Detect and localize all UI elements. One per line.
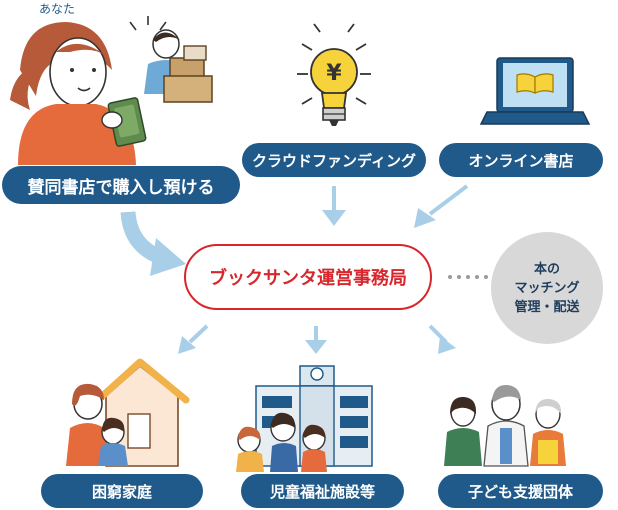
online-bookstore-pill: オンライン書店 <box>439 143 603 177</box>
laptop-book-icon <box>479 57 591 125</box>
dotted-link-to-matching <box>448 275 488 279</box>
yen-symbol: ¥ <box>326 61 342 86</box>
crowdfunding-pill: クラウドファンディング <box>242 143 426 177</box>
you-label: あなた <box>39 2 76 16</box>
facilities-pill: 児童福祉施設等 <box>241 474 404 508</box>
arrow-office-to-families <box>178 324 209 354</box>
arrow-online-store-to-office <box>414 184 469 228</box>
families-pill: 困窮家庭 <box>41 474 203 508</box>
arrow-crowdfunding-to-office <box>322 186 346 226</box>
book-santa-office: ブックサンタ運営事務局 <box>184 244 432 310</box>
support-groups-pill: 子ども支援団体 <box>438 474 603 508</box>
arrow-office-to-groups <box>428 324 456 354</box>
arrow-office-to-facilities <box>305 326 327 354</box>
woman-holding-book-icon <box>10 22 147 165</box>
matching-line-3: 管理・配送 <box>514 299 580 315</box>
matching-bubble: 本の マッチング 管理・配送 <box>491 232 603 344</box>
arrow-buy-to-office <box>120 211 186 276</box>
children-facility-icon <box>236 365 373 472</box>
lightbulb-yen-icon: ¥ <box>297 23 371 126</box>
support-group-icon <box>444 384 566 467</box>
bookstore-clerk-icon <box>129 16 213 103</box>
family-house-icon <box>66 358 190 467</box>
matching-line-1: 本の <box>533 261 560 277</box>
buy-at-bookstore-pill: 賛同書店で購入し預ける <box>2 166 240 204</box>
matching-line-2: マッチング <box>514 280 580 296</box>
